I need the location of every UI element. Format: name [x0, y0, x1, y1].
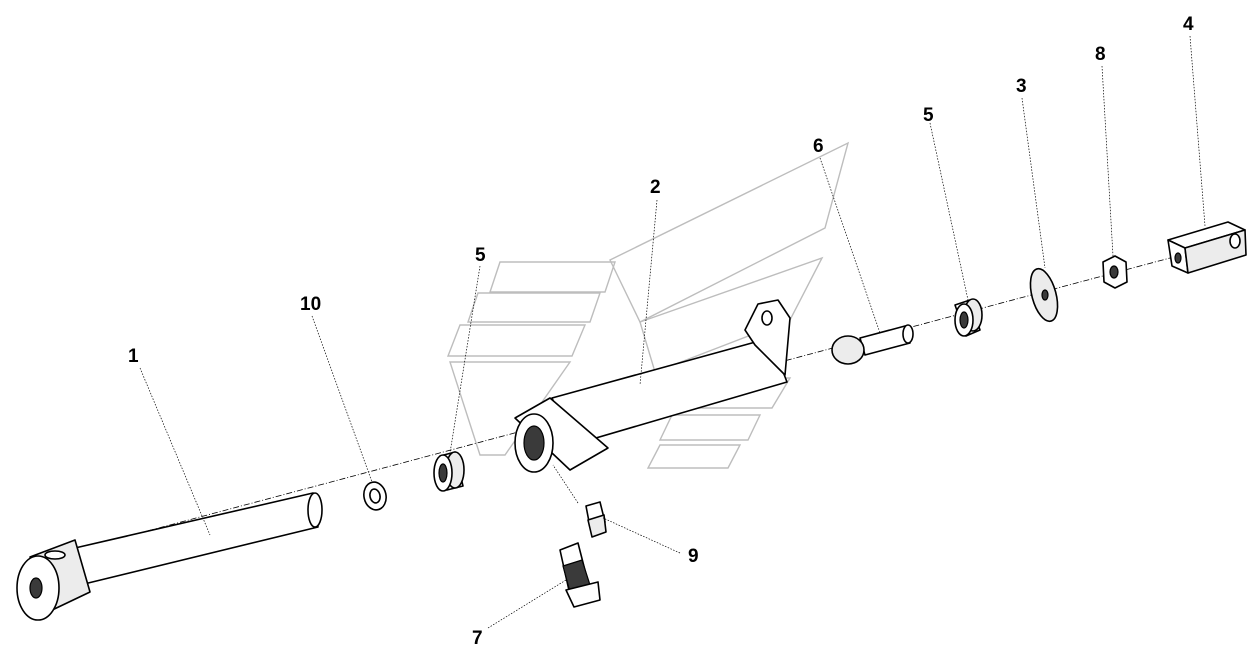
callout-5-right: 5 [923, 105, 934, 126]
part-10-washer [363, 481, 387, 511]
part-9-grease-nipple [585, 501, 607, 538]
part-8-nut [1102, 255, 1128, 289]
callout-3: 3 [1016, 76, 1027, 97]
part-5-bushing-right [954, 298, 983, 337]
callout-7: 7 [472, 628, 483, 649]
callout-5-left: 5 [475, 245, 486, 266]
leader-lines [139, 35, 1206, 629]
callout-6: 6 [813, 136, 824, 157]
callout-labels: 1 10 5 2 6 5 3 8 4 9 7 [128, 14, 1194, 649]
assembly-axis [94, 257, 1171, 546]
callout-1: 1 [128, 346, 139, 367]
part-4-clevis [1167, 221, 1247, 274]
callout-8: 8 [1095, 44, 1106, 65]
part-5-bushing-left [433, 451, 465, 492]
part-1-pin [16, 492, 323, 621]
part-2-housing [514, 299, 791, 473]
part-7-fitting [559, 542, 601, 608]
callout-4: 4 [1183, 14, 1194, 35]
callout-9: 9 [688, 546, 699, 567]
part-3-washer [1029, 267, 1059, 323]
callout-2: 2 [650, 177, 661, 198]
part-6-ball-stud [831, 324, 914, 365]
callout-10: 10 [300, 294, 321, 315]
